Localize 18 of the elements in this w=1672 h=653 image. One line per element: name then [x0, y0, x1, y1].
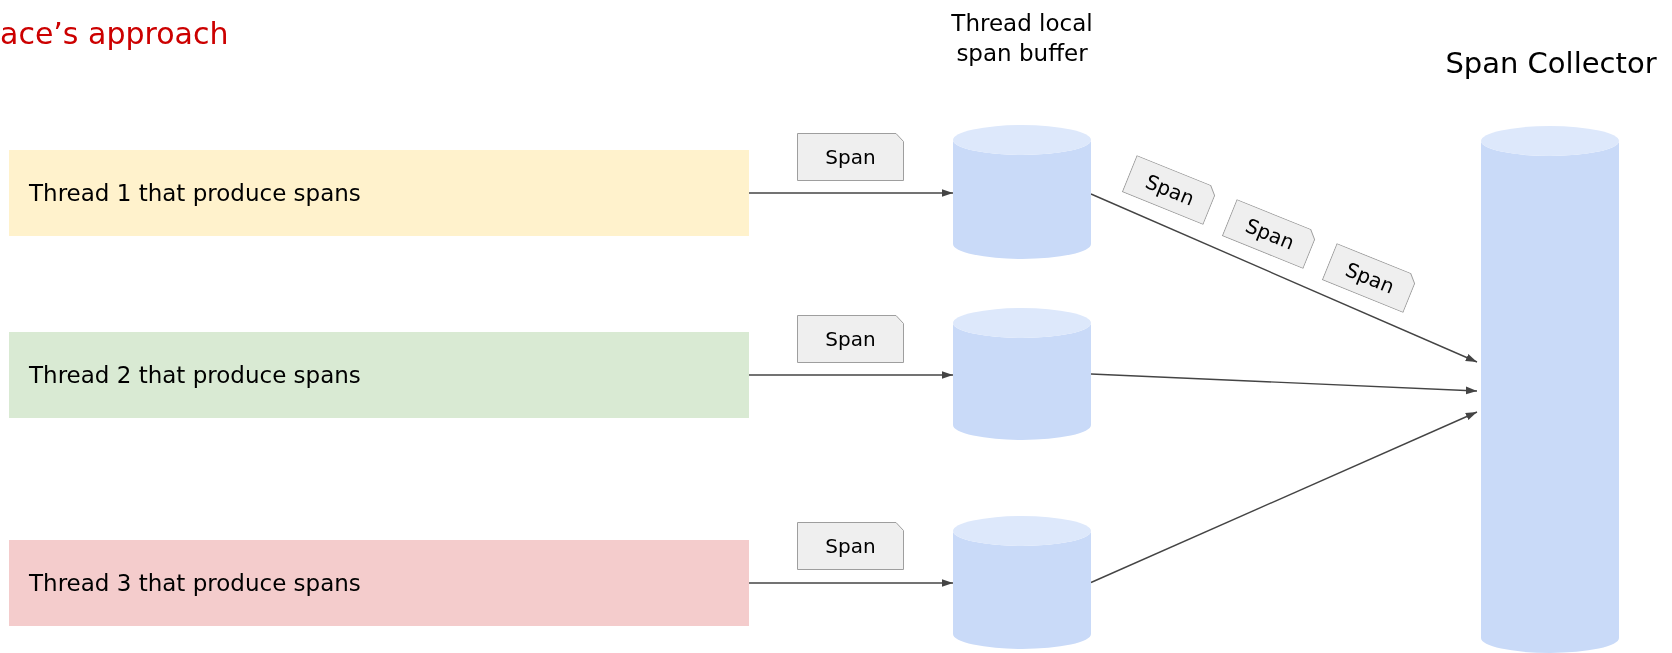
buffer-cylinder	[953, 308, 1091, 440]
span-tag: Span	[797, 522, 904, 570]
arrow	[748, 189, 954, 197]
arrow	[1090, 373, 1478, 395]
group-label: Thread local span buffer	[950, 9, 1094, 68]
buffer-cylinder	[953, 125, 1091, 259]
arrow	[1090, 411, 1478, 584]
buffer-cylinder	[953, 516, 1091, 649]
arrow	[748, 579, 954, 587]
span-tag: Span	[797, 133, 904, 181]
title: ace’s approach	[0, 16, 229, 51]
arrow	[748, 371, 954, 379]
collector-heading: Span Collector	[1444, 46, 1658, 80]
thread-box: Thread 3 that produce spans	[9, 540, 749, 626]
span-tag: Span	[797, 315, 904, 363]
thread-box: Thread 2 that produce spans	[9, 332, 749, 418]
arrow	[1090, 193, 1478, 363]
thread-box: Thread 1 that produce spans	[9, 150, 749, 236]
